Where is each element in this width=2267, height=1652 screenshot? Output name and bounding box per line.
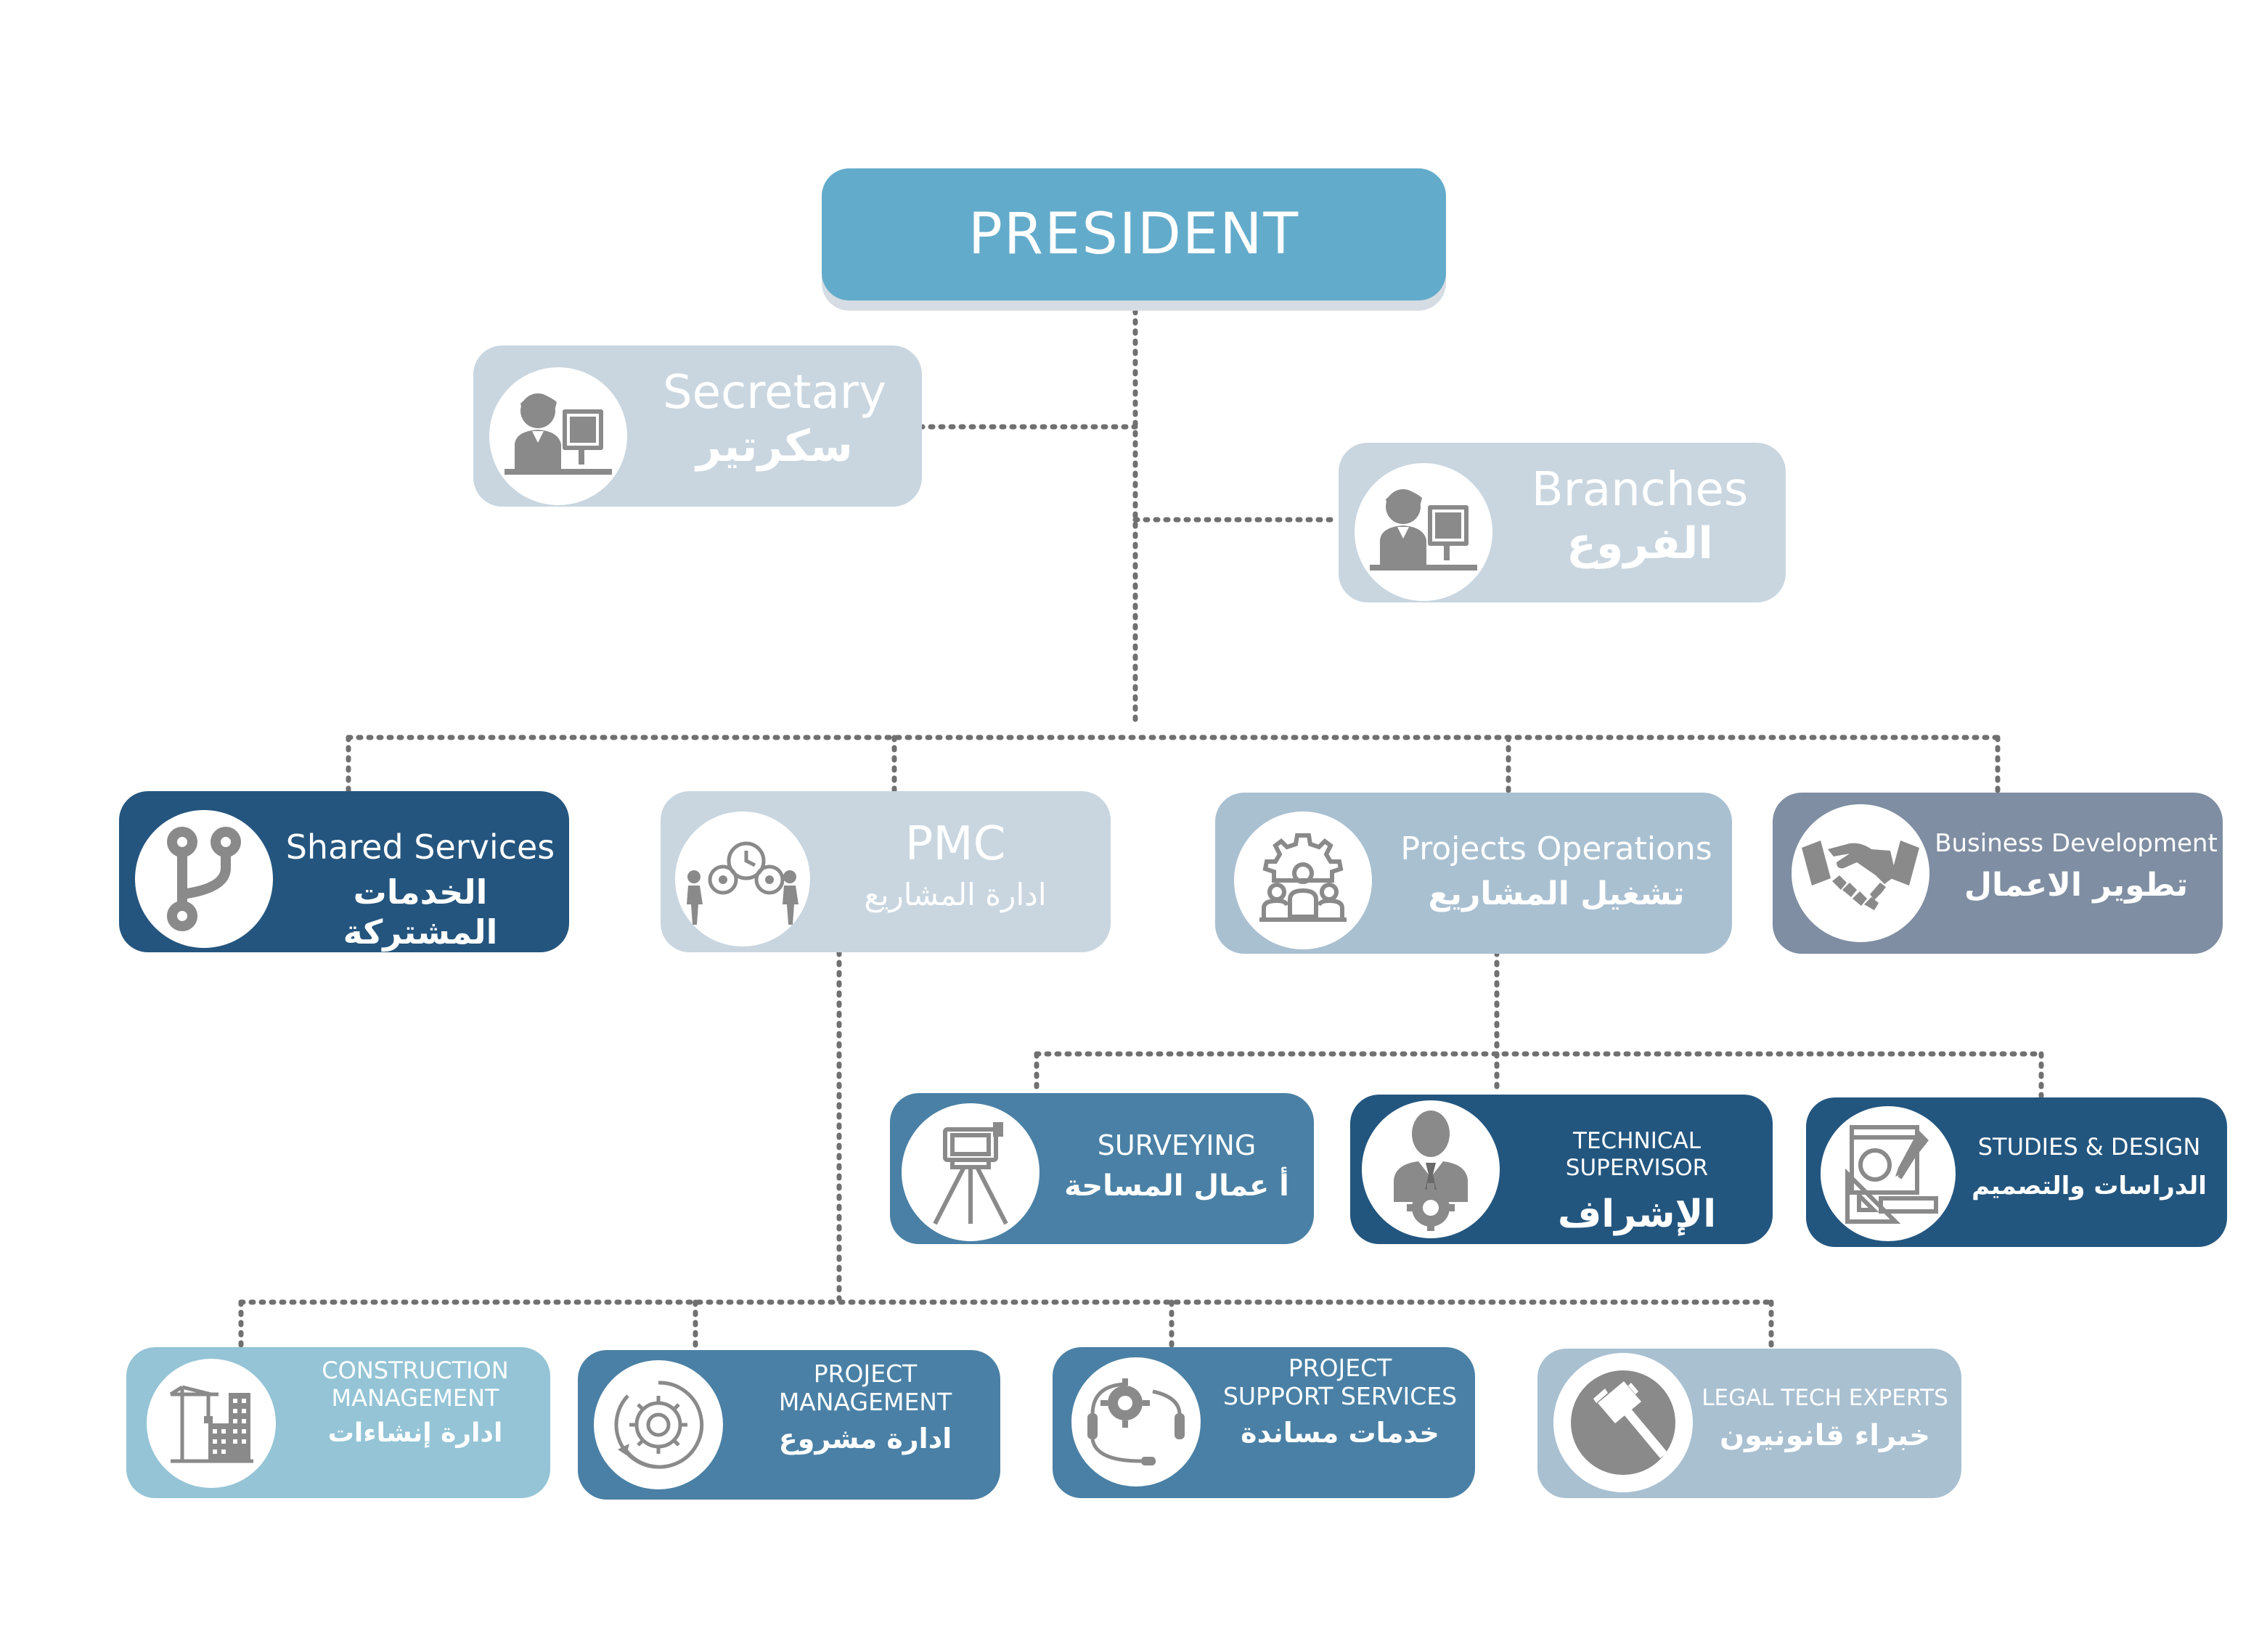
project-support-services-icon-circle (1071, 1357, 1201, 1487)
legal-tech-experts-ar: خبراء قانونيون (1720, 1418, 1930, 1452)
team-gear-icon (1259, 833, 1347, 922)
person-at-computer-icon (1370, 489, 1477, 571)
technical-supervisor-en: TECHNICAL SUPERVISOR (1565, 1128, 1709, 1181)
gear-cycle-icon (614, 1381, 704, 1469)
project-support-services-en1: PROJECT (1288, 1354, 1392, 1382)
legal-tech-experts-box: LEGAL TECH EXPERTS خبراء قانونيون (1537, 1349, 1961, 1498)
pmc-box: PMC ادارة المشاريع (661, 791, 1111, 952)
handshake-icon (1802, 841, 1919, 910)
secretary-box: Secretary سكرتير (473, 345, 922, 507)
project-support-services-ar: خدمات مساندة (1241, 1416, 1439, 1449)
legal-tech-experts-icon-circle (1553, 1353, 1693, 1492)
project-management-en1: PROJECT (813, 1359, 918, 1388)
project-management-ar: ادارة مشروع (778, 1422, 952, 1455)
business-development-box: Business Development تطوير الاعمال (1773, 793, 2223, 954)
project-management-icon-circle (594, 1360, 723, 1489)
pmc-icon-circle (675, 811, 810, 946)
pmc-ar: ادارة المشاريع (864, 876, 1047, 912)
people-with-gears-icon (687, 841, 798, 925)
projects-operations-box: Projects Operations تشغيل المشاريع (1215, 793, 1732, 954)
construction-management-en2: MANAGEMENT (331, 1383, 499, 1412)
project-support-services-label: PROJECT SUPPORT SERVICES خدمات مساندة (1211, 1354, 1469, 1449)
surveying-icon-circle (902, 1103, 1039, 1241)
gavel-icon (1571, 1370, 1675, 1475)
legal-tech-experts-en1: LEGAL TECH EXPERTS (1702, 1385, 1948, 1411)
projects-operations-ar: تشغيل المشاريع (1428, 875, 1685, 912)
business-development-icon-circle (1792, 804, 1929, 942)
surveying-box: SURVEYING أ عمال المساحة (890, 1093, 1314, 1244)
shared-services-label: Shared Services الخدمات المشتركة (277, 827, 563, 952)
president-label: PRESIDENT (968, 202, 1300, 267)
technical-supervisor-label: TECHNICAL SUPERVISOR الإشراف (1503, 1128, 1771, 1238)
studies-design-ar: الدراسات والتصميم (1972, 1171, 2207, 1201)
technical-supervisor-box: TECHNICAL SUPERVISOR الإشراف (1350, 1095, 1773, 1244)
shared-services-en: Shared Services (285, 827, 555, 867)
business-development-label: Business Development تطوير الاعمال (1934, 829, 2218, 904)
secretary-en: Secretary (663, 366, 886, 420)
shared-services-box: Shared Services الخدمات المشتركة (119, 791, 569, 952)
construction-management-label: CONSTRUCTION MANAGEMENT ادارة إنشاءات (293, 1357, 537, 1449)
projects-operations-icon-circle (1234, 811, 1372, 949)
project-support-services-box: PROJECT SUPPORT SERVICES خدمات مساندة (1053, 1347, 1475, 1498)
branch-icon (167, 827, 241, 931)
shared-services-ar: الخدمات المشتركة (343, 872, 498, 952)
projects-operations-en: Projects Operations (1400, 830, 1712, 867)
studies-design-icon-circle (1821, 1106, 1956, 1241)
pmc-en: PMC (904, 817, 1006, 871)
studies-design-box: STUDIES & DESIGN الدراسات والتصميم (1806, 1097, 2227, 1247)
branches-label: Branches الفروع (1520, 463, 1760, 569)
secretary-ar: سكرتير (696, 420, 853, 472)
surveying-ar: أ عمال المساحة (1064, 1169, 1289, 1203)
branches-ar: الفروع (1567, 518, 1713, 569)
project-support-services-en2: SUPPORT SERVICES (1222, 1381, 1458, 1410)
support-headset-icon (1087, 1378, 1185, 1465)
project-management-en2: MANAGEMENT (778, 1387, 952, 1416)
project-management-box: PROJECT MANAGEMENT ادارة مشروع (578, 1350, 1000, 1500)
technical-supervisor-icon-circle (1362, 1100, 1500, 1238)
studies-design-label: STUDIES & DESIGN الدراسات والتصميم (1956, 1133, 2223, 1201)
surveying-en: SURVEYING (1097, 1129, 1257, 1161)
technical-supervisor-ar: الإشراف (1557, 1193, 1717, 1237)
surveying-label: SURVEYING أ عمال المساحة (1051, 1129, 1302, 1203)
construction-management-box: CONSTRUCTION MANAGEMENT ادارة إنشاءات (126, 1347, 550, 1498)
project-management-label: PROJECT MANAGEMENT ادارة مشروع (738, 1359, 993, 1455)
secretary-label: Secretary سكرتير (655, 366, 894, 472)
business-development-ar: تطوير الاعمال (1964, 867, 2189, 904)
construction-management-icon-circle (147, 1359, 276, 1488)
shared-services-icon-circle (135, 810, 273, 948)
branches-icon-circle (1355, 463, 1492, 601)
business-development-en: Business Development (1935, 829, 2218, 858)
supervisor-gear-icon (1394, 1111, 1468, 1231)
legal-tech-experts-label: LEGAL TECH EXPERTS خبراء قانونيون (1694, 1385, 1956, 1453)
pmc-label: PMC ادارة المشاريع (832, 817, 1079, 912)
theodolite-icon (933, 1122, 1008, 1225)
projects-operations-label: Projects Operations تشغيل المشاريع (1397, 830, 1716, 913)
secretary-icon-circle (489, 367, 627, 505)
drafting-tools-icon (1845, 1125, 1938, 1224)
person-at-computer-icon (505, 393, 612, 475)
construction-management-ar: ادارة إنشاءات (327, 1418, 503, 1448)
branches-en: Branches (1531, 463, 1749, 517)
crane-building-icon (169, 1385, 253, 1463)
branches-box: Branches الفروع (1339, 443, 1786, 602)
construction-management-en1: CONSTRUCTION (322, 1357, 509, 1384)
president-box: PRESIDENT (822, 168, 1446, 300)
studies-design-en: STUDIES & DESIGN (1977, 1133, 2201, 1161)
